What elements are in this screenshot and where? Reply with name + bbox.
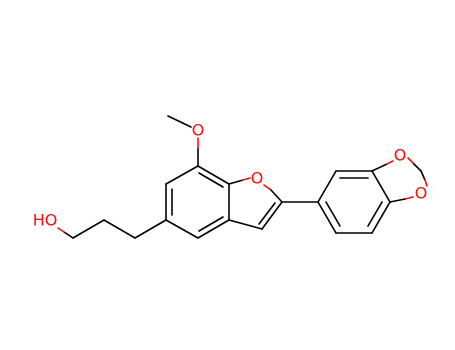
double-bond-b6-b1-inner: [325, 201, 341, 227]
bond-ch2-o-bottom-black: [420, 170, 426, 181]
bond-ch2-o-bottom-red: [424, 179, 428, 187]
bond-c2-c3: [261, 201, 283, 230]
bond-o-bottom-b4-black: [389, 198, 406, 203]
bond-o-top-ch2-black: [413, 163, 422, 172]
bond-o-bottom-b4-red: [404, 196, 414, 200]
double-bond-c2-c3-inner: [258, 202, 276, 225]
furan-ring: [228, 177, 283, 230]
bond-b6-b1: [317, 201, 337, 234]
bond-c5-c4: [165, 219, 199, 239]
propanol-chain: [57, 219, 167, 239]
bond-o1-c2-black: [270, 189, 283, 203]
bond-ca-cb: [103, 219, 136, 239]
dioxole-oxygen-bottom-label: O: [415, 184, 428, 203]
bond-c3-c3a: [228, 219, 263, 230]
benzofuran-benzene-ring: [165, 165, 230, 239]
bond-c7a-o1-black: [228, 179, 244, 185]
bond-c4-c3a: [197, 219, 230, 239]
hydroxyl-label: HO: [33, 211, 58, 230]
furan-oxygen-label: O: [251, 169, 264, 188]
bond-o-top-ch2-red: [407, 157, 415, 165]
double-bond-c7a-c7-inner: [198, 172, 224, 188]
bond-cb-cc: [72, 219, 105, 239]
bond-c7-c6: [165, 165, 199, 185]
bond-b4-b5: [371, 201, 391, 234]
dioxole-ring: [371, 157, 428, 203]
double-bond-c4-c3a-inner: [198, 216, 224, 232]
bond-cc-o-red: [57, 227, 65, 233]
dioxole-oxygen-top-label: O: [394, 146, 407, 165]
bond-b3-b4: [371, 170, 391, 203]
bond-b3-o-top-red: [386, 160, 394, 165]
bond-b1-b2: [317, 170, 337, 203]
methoxy-oxygen-label: O: [192, 121, 205, 140]
bond-c7a-o1-red: [242, 177, 251, 181]
methoxy-group: [167, 115, 199, 167]
bond-c7a-c7: [197, 165, 230, 185]
bond-cc-o-black: [63, 231, 74, 239]
bond-c5-ca: [134, 219, 167, 239]
double-bond-b4-b5-inner: [367, 201, 383, 227]
bond-methyl-o: [167, 115, 192, 128]
bond-b3-o-top-black: [371, 163, 388, 172]
bond-o1-c2-red: [263, 184, 272, 191]
benzodioxole-benzene-ring: [317, 170, 391, 234]
